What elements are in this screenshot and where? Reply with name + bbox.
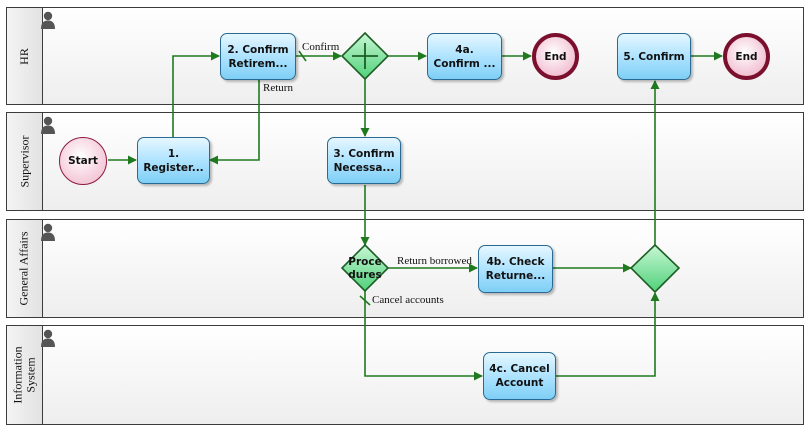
flow-return-to-register (209, 80, 260, 165)
user-icon (41, 11, 55, 29)
lane-information-system: Information System (6, 325, 804, 425)
user-icon (41, 329, 55, 347)
flow-cancel-account-join (556, 292, 660, 377)
user-icon (41, 223, 55, 241)
join-gateway (629, 243, 681, 294)
lane-header: General Affairs (7, 220, 43, 317)
end-event-1[interactable]: End (532, 33, 579, 80)
task-register[interactable]: 1. Register... (137, 137, 210, 184)
lane-header: HR (7, 8, 43, 104)
task-check-returned[interactable]: 4b. Check Returne... (478, 245, 553, 293)
user-icon (41, 116, 55, 134)
start-event[interactable]: Start (59, 137, 107, 185)
procedures-gateway-label: Proce dures (348, 256, 382, 281)
lane-header: Supervisor (7, 113, 43, 210)
flow-register-confirm-retirement (172, 51, 220, 137)
edge-label-return-borrowed: Return borrowed (397, 255, 472, 267)
flow-default-mark (359, 295, 371, 306)
lane-supervisor: Supervisor (6, 112, 804, 211)
task-confirm-4a[interactable]: 4a. Confirm ... (427, 33, 502, 80)
edge-label-cancel-accounts: Cancel accounts (372, 294, 444, 306)
task-confirm-necessary[interactable]: 3. Confirm Necessa... (327, 137, 401, 184)
end-event-2[interactable]: End (723, 33, 770, 80)
task-cancel-account[interactable]: 4c. Cancel Account (483, 352, 556, 400)
flow-default-mark (298, 50, 307, 62)
lane-header: Information System (7, 326, 43, 424)
edge-label-return: Return (263, 82, 293, 94)
task-confirm-retirement[interactable]: 2. Confirm Retirem... (220, 33, 296, 80)
procedures-gateway (340, 243, 390, 293)
task-confirm-5[interactable]: 5. Confirm (617, 33, 691, 80)
parallel-gateway (340, 31, 390, 81)
flow-procedures-cancel-account (364, 291, 483, 381)
edge-label-confirm: Confirm (302, 41, 340, 53)
